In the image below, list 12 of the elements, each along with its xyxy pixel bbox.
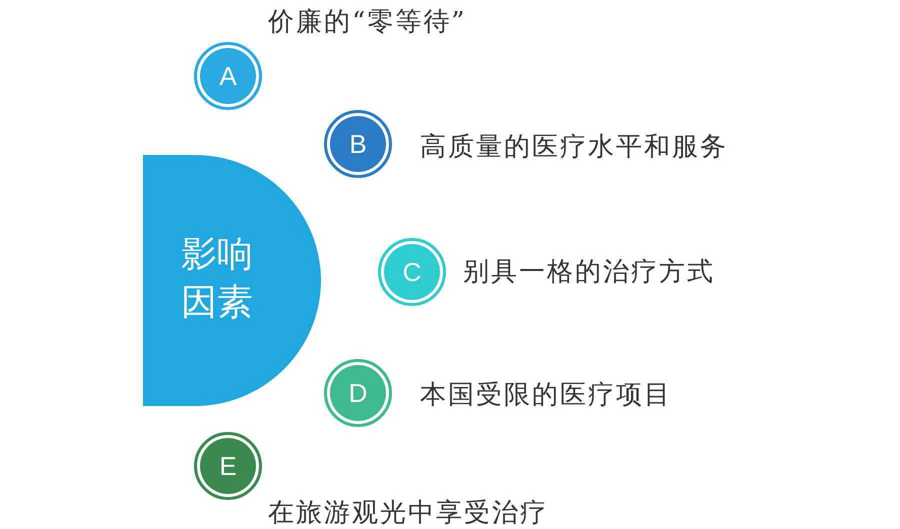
factor-text: 别具一格的治疗方式 [463,256,715,288]
letter-circle: D [324,359,392,427]
letter-circle: B [324,110,392,178]
factor-text: 高质量的医疗水平和服务 [420,131,728,163]
factor-shape [143,155,321,406]
letter-circle: C [378,238,446,306]
factor-text: 在旅游观光中享受治疗 [268,497,548,529]
shape-title: 影响因素 [180,233,254,325]
letter-circle: A [194,42,262,110]
factor-text: 价廉的“零等待” [268,6,467,38]
letter-circle: E [194,432,262,500]
factor-text: 本国受限的医疗项目 [420,379,672,411]
